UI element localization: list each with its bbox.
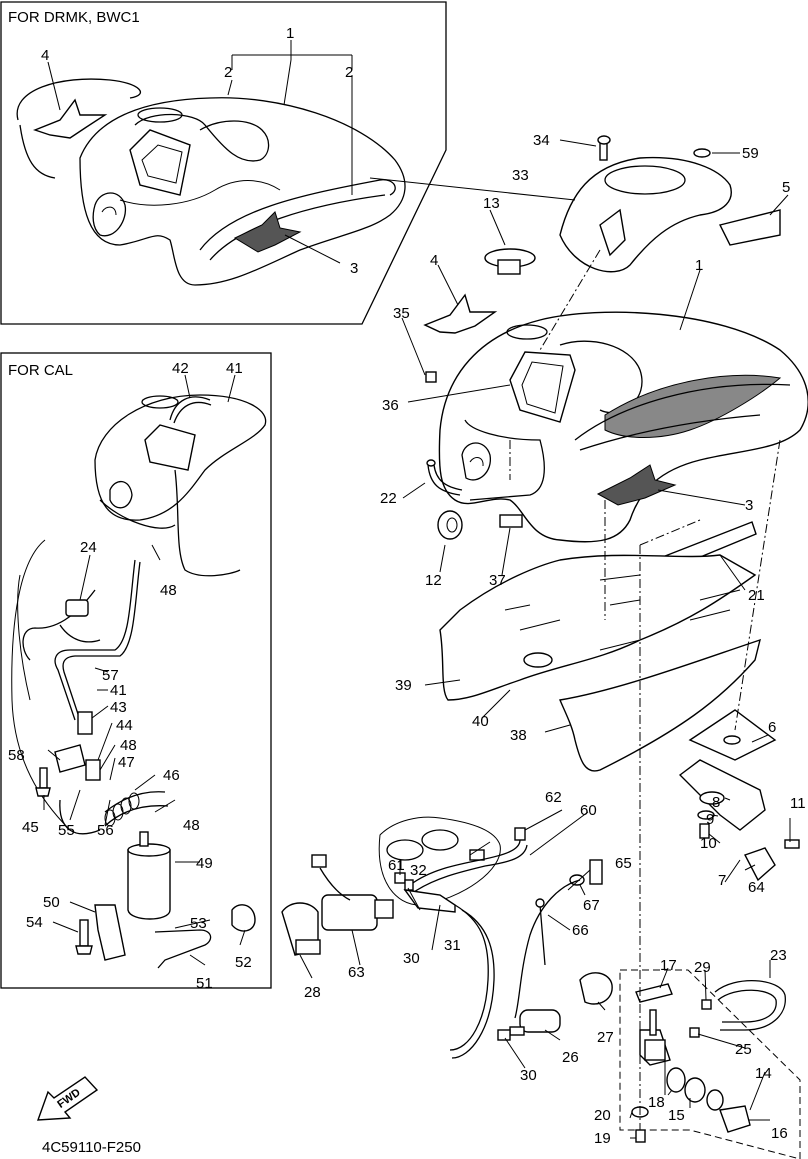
callout-45: 45 [22,819,39,836]
callout-7: 7 [718,872,726,889]
callout-63: 63 [348,964,365,981]
callout-30b: 30 [520,1067,537,1084]
callout-60: 60 [580,802,597,819]
callout-58: 58 [8,747,25,764]
callout-2b-drmk: 2 [345,64,353,81]
callout-43: 43 [110,699,127,716]
callout-28: 28 [304,984,321,1001]
callout-27: 27 [597,1029,614,1046]
callout-48b: 48 [120,737,137,754]
panel-drmk: FOR DRMK, BWC1 1 2 2 3 4 [0,1,447,325]
callout-42: 42 [172,360,189,377]
callout-29: 29 [694,959,711,976]
panel-cal-border [0,352,272,989]
callout-2a-drmk: 2 [224,64,232,81]
callout-3: 3 [745,497,753,514]
callout-20: 20 [594,1107,611,1124]
callout-35: 35 [393,305,410,322]
callout-48a: 48 [160,582,177,599]
drawing-code: 4C59110-F250 [42,1139,141,1156]
callout-49: 49 [196,855,213,872]
callout-15: 15 [668,1107,685,1124]
callout-37: 37 [489,572,506,589]
callout-4-drmk: 4 [41,47,49,64]
callout-54: 54 [26,914,43,931]
callout-41a: 41 [226,360,243,377]
callout-47: 47 [118,754,135,771]
callout-48c: 48 [183,817,200,834]
callout-36: 36 [382,397,399,414]
main-assembly: 34 59 33 5 13 4 1 35 36 22 3 12 37 21 39… [281,132,808,1159]
callout-16: 16 [771,1125,788,1142]
callout-64: 64 [748,879,765,896]
fwd-arrow-icon: FWD [36,1076,99,1121]
callout-17: 17 [660,957,677,974]
callout-39: 39 [395,677,412,694]
callout-26: 26 [562,1049,579,1066]
callout-24: 24 [80,539,97,556]
callout-66: 66 [572,922,589,939]
callout-13: 13 [483,195,500,212]
callout-25: 25 [735,1041,752,1058]
callout-18: 18 [648,1094,665,1111]
callout-12: 12 [425,572,442,589]
callout-34: 34 [533,132,550,149]
callout-8: 8 [712,794,720,811]
callout-62: 62 [545,789,562,806]
callout-65: 65 [615,855,632,872]
callout-41b: 41 [110,682,127,699]
callout-1-drmk: 1 [286,25,294,42]
callout-33: 33 [512,167,529,184]
callout-30a: 30 [403,950,420,967]
panel-cal: FOR CAL [0,352,272,992]
callout-1: 1 [695,257,703,274]
callout-59: 59 [742,145,759,162]
callout-11: 11 [790,795,806,812]
callout-44: 44 [116,717,133,734]
callout-9: 9 [706,811,714,828]
callout-38: 38 [510,727,527,744]
callout-56: 56 [97,822,114,839]
callout-6: 6 [768,719,776,736]
callout-52: 52 [235,954,252,971]
callout-14: 14 [755,1065,772,1082]
callout-21: 21 [748,587,765,604]
callout-50: 50 [43,894,60,911]
callout-31: 31 [444,937,461,954]
callout-57: 57 [102,667,119,684]
callout-23: 23 [770,947,787,964]
callout-3-drmk: 3 [350,260,358,277]
callout-19: 19 [594,1130,611,1147]
callout-22: 22 [380,490,397,507]
panel-drmk-title: FOR DRMK, BWC1 [8,9,140,26]
callout-5: 5 [782,179,790,196]
callout-55: 55 [58,822,75,839]
callout-32: 32 [410,862,427,879]
panel-drmk-border [0,1,447,325]
callout-67: 67 [583,897,600,914]
callout-4: 4 [430,252,438,269]
panel-cal-title: FOR CAL [8,362,73,379]
callout-40: 40 [472,713,489,730]
callout-46: 46 [163,767,180,784]
callout-10: 10 [700,835,717,852]
callout-61: 61 [388,857,405,874]
callout-51: 51 [196,975,213,992]
callout-53: 53 [190,915,207,932]
